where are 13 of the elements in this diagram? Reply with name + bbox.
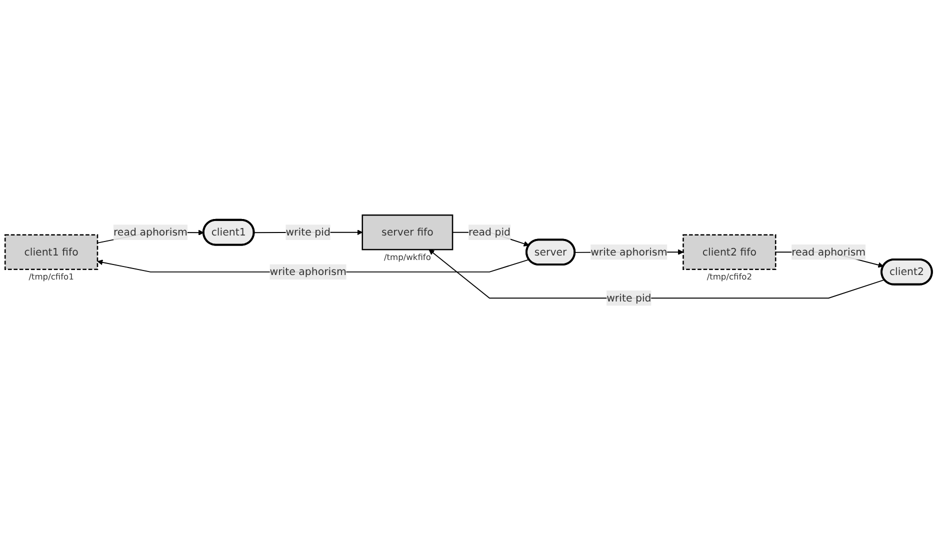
edge-label: write pid — [286, 226, 330, 238]
node-box: client2 fifo — [682, 234, 776, 270]
edge-label: write pid — [606, 292, 652, 304]
edge-label: read pid — [468, 226, 511, 238]
edge-label: read aphorism — [113, 226, 188, 238]
edge-label: read aphorism — [792, 246, 866, 258]
node-box: server fifo — [362, 214, 454, 251]
fifo-path-label: /tmp/wkfifo — [384, 252, 431, 262]
edge-label: write aphorism — [590, 246, 668, 258]
fifo-path-label: /tmp/cfifo2 — [706, 272, 752, 282]
edge-label: write aphorism — [270, 266, 346, 278]
node-box: client1 fifo — [4, 234, 98, 270]
fifo-path-label: /tmp/cfifo1 — [28, 272, 74, 282]
